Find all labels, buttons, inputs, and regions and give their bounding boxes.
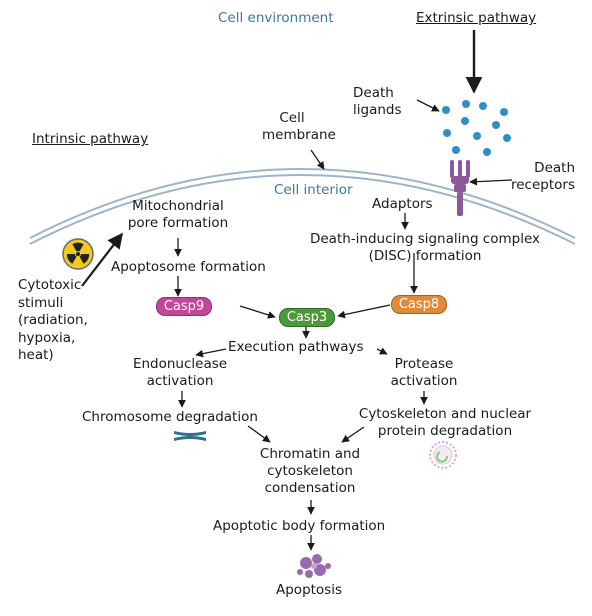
arrow-execution-endonuclease bbox=[195, 348, 227, 358]
arrow-cytoskeleton-chromatin bbox=[341, 426, 365, 443]
cell-membrane-arc bbox=[29, 168, 576, 245]
casp8-badge: Casp8 bbox=[391, 295, 447, 314]
label-apoptotic-body: Apoptotic body formation bbox=[213, 518, 386, 534]
cytotoxic-arrow bbox=[81, 232, 123, 287]
label-death-ligands: Death ligands bbox=[353, 85, 402, 118]
label-adaptors: Adaptors bbox=[372, 196, 433, 212]
death-ligands-icon bbox=[442, 100, 511, 156]
label-cytotoxic: Cytotoxic stimuli (radiation, hypoxia, h… bbox=[18, 277, 88, 363]
death-ligands-pointer bbox=[416, 99, 440, 112]
label-cell-membrane: Cell membrane bbox=[262, 110, 336, 143]
label-cytoskeleton-degradation: Cytoskeleton and nuclear protein degrada… bbox=[358, 406, 532, 439]
label-chromatin-condensation: Chromatin and cytoskeleton condensation bbox=[259, 446, 361, 496]
label-disc: Death-inducing signaling complex (DISC) … bbox=[309, 231, 541, 264]
label-death-receptors: Death receptors bbox=[511, 160, 575, 193]
arrow-chromosome-chromatin bbox=[247, 425, 271, 443]
label-apoptosis: Apoptosis bbox=[276, 582, 343, 598]
cell-membrane-pointer bbox=[310, 149, 325, 170]
label-intrinsic-pathway: Intrinsic pathway bbox=[32, 131, 149, 147]
label-extrinsic-pathway: Extrinsic pathway bbox=[416, 10, 537, 26]
radiation-hazard-icon bbox=[62, 238, 94, 270]
label-apoptosome: Apoptosome formation bbox=[111, 259, 266, 275]
arrow-execution-protease bbox=[376, 347, 388, 355]
death-receptors-pointer bbox=[469, 177, 513, 186]
casp9-badge: Casp9 bbox=[156, 297, 212, 316]
death-receptor-icon bbox=[450, 160, 470, 216]
apoptotic-cell-icon bbox=[297, 554, 331, 578]
label-endonuclease: Endonuclease activation bbox=[132, 356, 228, 389]
nuclear-degradation-icon bbox=[429, 441, 457, 469]
arrow-casp8-casp3 bbox=[337, 304, 391, 319]
label-cell-interior: Cell interior bbox=[274, 182, 353, 198]
chromosome-icon bbox=[174, 431, 206, 441]
label-execution-pathways: Execution pathways bbox=[228, 339, 364, 355]
arrow-casp9-casp3 bbox=[239, 305, 276, 319]
label-mitochondrial-pore: Mitochondrial pore formation bbox=[127, 198, 229, 231]
label-cell-environment: Cell environment bbox=[218, 10, 334, 26]
casp3-badge: Casp3 bbox=[279, 308, 335, 327]
label-chromosome-degradation: Chromosome degradation bbox=[82, 409, 258, 425]
label-protease: Protease activation bbox=[390, 356, 458, 389]
